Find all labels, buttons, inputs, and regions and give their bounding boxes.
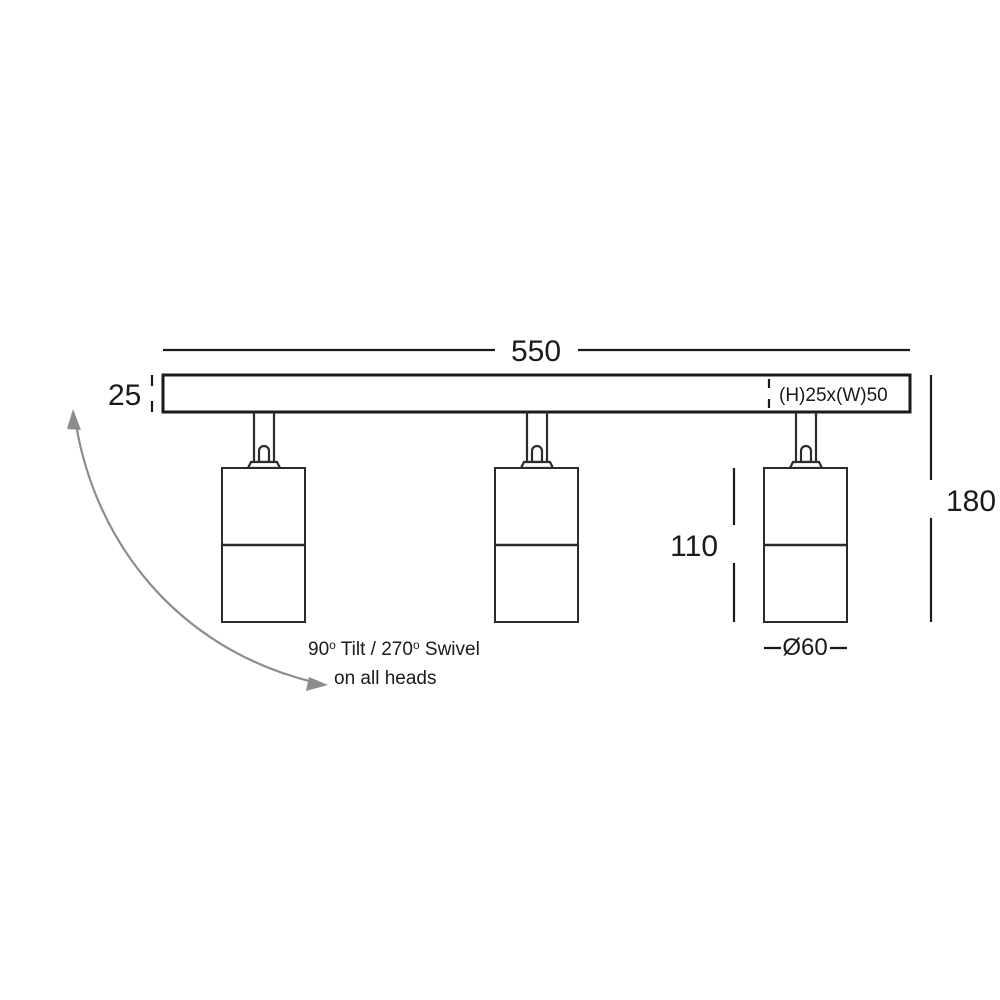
head-height-label: 110 xyxy=(670,530,718,563)
dimension-bar-height: 25 xyxy=(108,375,154,412)
right-head-swivel-knuckle xyxy=(799,444,813,464)
swivel-arc-path xyxy=(74,423,314,684)
diameter-label: Ø60 xyxy=(782,634,827,661)
swivel-note: 90o Tilt / 270o Swivel on all heads xyxy=(308,638,480,689)
dimension-head-diameter: Ø60 xyxy=(764,634,847,661)
swivel-note-middle: Tilt / 270 xyxy=(336,639,413,660)
degree-symbol-icon-2: o xyxy=(413,638,420,652)
degree-symbol-icon-1: o xyxy=(329,638,336,652)
right-head-assembly xyxy=(763,412,848,623)
profile-label: (H)25x(W)50 xyxy=(779,385,888,406)
swivel-note-line-1: 90o Tilt / 270o Swivel xyxy=(308,638,480,660)
swivel-indicator-arrow xyxy=(67,409,328,691)
swivel-arrowhead-top xyxy=(67,409,81,430)
dimension-overall-height: 180 xyxy=(929,375,996,622)
bar-height-label: 25 xyxy=(108,379,141,412)
swivel-arrowhead-bottom xyxy=(306,677,328,691)
swivel-note-suffix: Swivel xyxy=(420,639,480,660)
swivel-note-line-2: on all heads xyxy=(334,668,436,689)
dimension-bar-profile: (H)25x(W)50 xyxy=(767,379,888,408)
swivel-note-angle-1: 90 xyxy=(308,639,329,660)
left-head-swivel-knuckle xyxy=(257,444,271,464)
center-head-assembly xyxy=(494,412,579,623)
ceiling-bar-body xyxy=(161,373,912,414)
left-head-assembly xyxy=(221,412,306,623)
overall-height-label: 180 xyxy=(946,485,996,518)
bar-length-label: 550 xyxy=(511,335,561,368)
dimension-bar-length: 550 xyxy=(163,335,910,368)
dimension-head-height: 110 xyxy=(670,468,736,622)
center-head-swivel-knuckle xyxy=(530,444,544,464)
